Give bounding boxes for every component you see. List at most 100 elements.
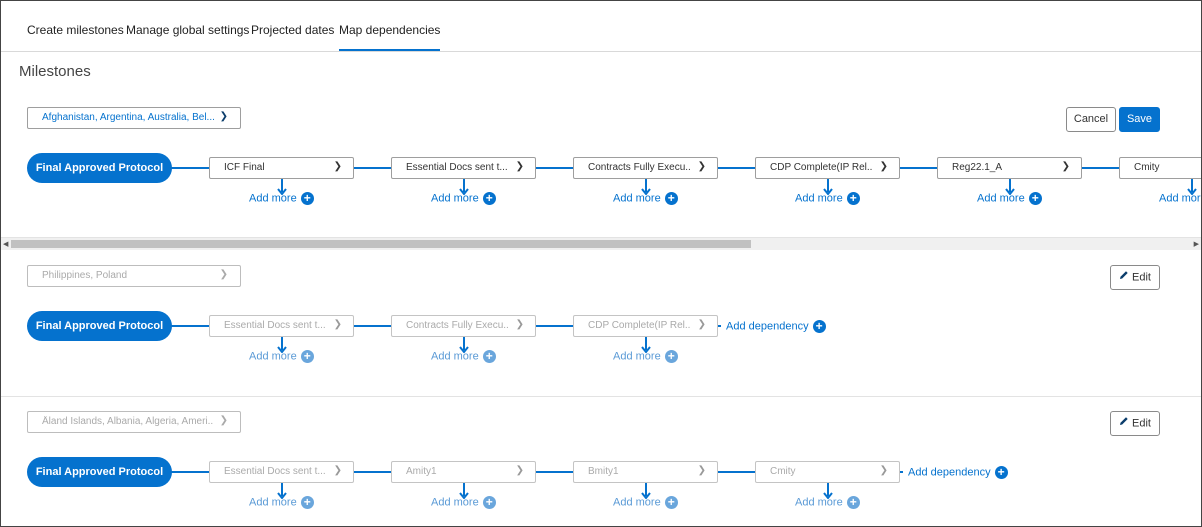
- country-select-value: Afghanistan, Argentina, Australia, Bel..…: [42, 112, 214, 123]
- plus-circle-icon: +: [482, 496, 496, 509]
- plus-circle-icon: +: [994, 466, 1008, 479]
- chevron-down-icon: ❯: [333, 319, 342, 330]
- arrow-down-icon: [459, 483, 469, 500]
- milestone-select[interactable]: Reg22.1_A❯: [937, 157, 1082, 179]
- milestone-select-value: Amity1: [406, 466, 437, 477]
- milestone-select-value: Cmity: [1134, 162, 1160, 173]
- milestone-select-value: Contracts Fully Execu...: [406, 320, 508, 331]
- add-more-label: Add more: [977, 192, 1025, 205]
- edit-button[interactable]: Edit: [1110, 265, 1160, 290]
- page-title: Milestones: [19, 63, 91, 80]
- arrow-down-icon: [641, 337, 651, 354]
- chevron-down-icon: ❯: [697, 319, 706, 330]
- add-dependency-button[interactable]: Add dependency+: [908, 466, 1008, 479]
- milestone-select-value: Cmity: [770, 466, 796, 477]
- add-more-label: Add more: [249, 350, 297, 363]
- plus-circle-icon: +: [664, 192, 678, 205]
- add-more-button[interactable]: Add more+: [1159, 192, 1201, 205]
- plus-circle-icon: +: [846, 192, 860, 205]
- add-more-button[interactable]: Add more+: [249, 350, 314, 363]
- add-more-label: Add more: [613, 350, 661, 363]
- add-more-button[interactable]: Add more+: [613, 192, 678, 205]
- plus-circle-icon: +: [812, 320, 826, 333]
- add-more-button[interactable]: Add more+: [249, 496, 314, 509]
- save-button[interactable]: Save: [1119, 107, 1160, 132]
- add-dependency-label: Add dependency: [726, 320, 809, 333]
- tab-bar: Create milestones Manage global settings…: [1, 1, 1201, 52]
- scroll-right-icon[interactable]: ▶: [1193, 241, 1199, 248]
- add-more-button[interactable]: Add more+: [977, 192, 1042, 205]
- arrow-down-icon: [459, 337, 469, 354]
- add-more-label: Add more: [613, 192, 661, 205]
- pencil-icon: [1119, 266, 1129, 289]
- arrow-down-icon: [277, 337, 287, 354]
- milestone-select[interactable]: ICF Final ❯: [209, 157, 354, 179]
- add-dependency-button[interactable]: Add dependency+: [726, 320, 826, 333]
- arrow-down-icon: [1187, 179, 1197, 196]
- edit-label: Edit: [1132, 417, 1151, 430]
- arrow-down-icon: [459, 179, 469, 196]
- chevron-down-icon: ❯: [219, 111, 228, 122]
- arrow-down-icon: [641, 483, 651, 500]
- plus-circle-icon: +: [300, 350, 314, 363]
- chevron-down-icon: ❯: [515, 319, 524, 330]
- country-select-value: Philippines, Poland: [42, 270, 128, 281]
- cancel-button[interactable]: Cancel: [1066, 107, 1116, 132]
- plus-circle-icon: +: [664, 350, 678, 363]
- horizontal-scrollbar[interactable]: ◀ ▶: [1, 237, 1201, 250]
- milestone-select-value: ICF Final: [224, 162, 265, 173]
- milestone-select: Amity1❯: [391, 461, 536, 483]
- chevron-down-icon: ❯: [219, 269, 228, 280]
- tab-projected-dates[interactable]: Projected dates: [251, 23, 335, 37]
- add-dependency-label: Add dependency: [908, 466, 991, 479]
- add-more-button[interactable]: Add more+: [613, 350, 678, 363]
- root-milestone: Final Approved Protocol: [27, 457, 172, 487]
- milestone-select: Essential Docs sent t... ❯: [209, 315, 354, 337]
- tab-manage-global-settings[interactable]: Manage global settings: [126, 23, 250, 37]
- add-more-label: Add more: [795, 192, 843, 205]
- arrow-down-icon: [277, 483, 287, 500]
- add-more-label: Add more: [613, 496, 661, 509]
- milestone-select[interactable]: Cmity❯: [1119, 157, 1201, 179]
- arrow-down-icon: [641, 179, 651, 196]
- plus-circle-icon: +: [300, 496, 314, 509]
- add-more-button[interactable]: Add more+: [795, 496, 860, 509]
- country-select[interactable]: Afghanistan, Argentina, Australia, Bel..…: [27, 107, 241, 129]
- group-divider: [1, 396, 1201, 397]
- add-more-button[interactable]: Add more+: [431, 496, 496, 509]
- root-milestone: Final Approved Protocol: [27, 153, 172, 183]
- pencil-icon: [1119, 412, 1129, 435]
- plus-circle-icon: +: [482, 192, 496, 205]
- scrollbar-thumb[interactable]: [11, 240, 751, 248]
- add-more-button[interactable]: Add more+: [249, 192, 314, 205]
- milestone-select: CDP Complete(IP Rel...❯: [573, 315, 718, 337]
- tab-create-milestones[interactable]: Create milestones: [27, 23, 124, 37]
- chevron-down-icon: ❯: [879, 465, 888, 476]
- milestone-select[interactable]: Essential Docs sent t...❯: [391, 157, 536, 179]
- plus-circle-icon: +: [846, 496, 860, 509]
- milestone-select-value: Essential Docs sent t...: [224, 466, 326, 477]
- chevron-down-icon: ❯: [333, 465, 342, 476]
- milestone-select[interactable]: Contracts Fully Execu...❯: [573, 157, 718, 179]
- add-more-button[interactable]: Add more+: [795, 192, 860, 205]
- add-more-button[interactable]: Add more+: [431, 350, 496, 363]
- add-more-button[interactable]: Add more+: [431, 192, 496, 205]
- edit-button[interactable]: Edit: [1110, 411, 1160, 436]
- scroll-left-icon[interactable]: ◀: [3, 241, 9, 248]
- milestone-select[interactable]: CDP Complete(IP Rel...❯: [755, 157, 900, 179]
- arrow-down-icon: [277, 179, 287, 196]
- add-more-label: Add more: [431, 496, 479, 509]
- add-more-label: Add more: [249, 192, 297, 205]
- arrow-down-icon: [1005, 179, 1015, 196]
- chevron-down-icon: ❯: [333, 161, 342, 172]
- tab-map-dependencies[interactable]: Map dependencies: [339, 23, 441, 51]
- plus-circle-icon: +: [482, 350, 496, 363]
- chevron-down-icon: ❯: [697, 161, 706, 172]
- milestone-select-value: CDP Complete(IP Rel...: [770, 162, 872, 173]
- country-select-value: Åland Islands, Albania, Algeria, Ameri..…: [42, 416, 214, 427]
- milestone-select-value: Essential Docs sent t...: [224, 320, 326, 331]
- add-more-button[interactable]: Add more+: [613, 496, 678, 509]
- milestone-select-value: Essential Docs sent t...: [406, 162, 508, 173]
- dependency-connector: [171, 471, 903, 473]
